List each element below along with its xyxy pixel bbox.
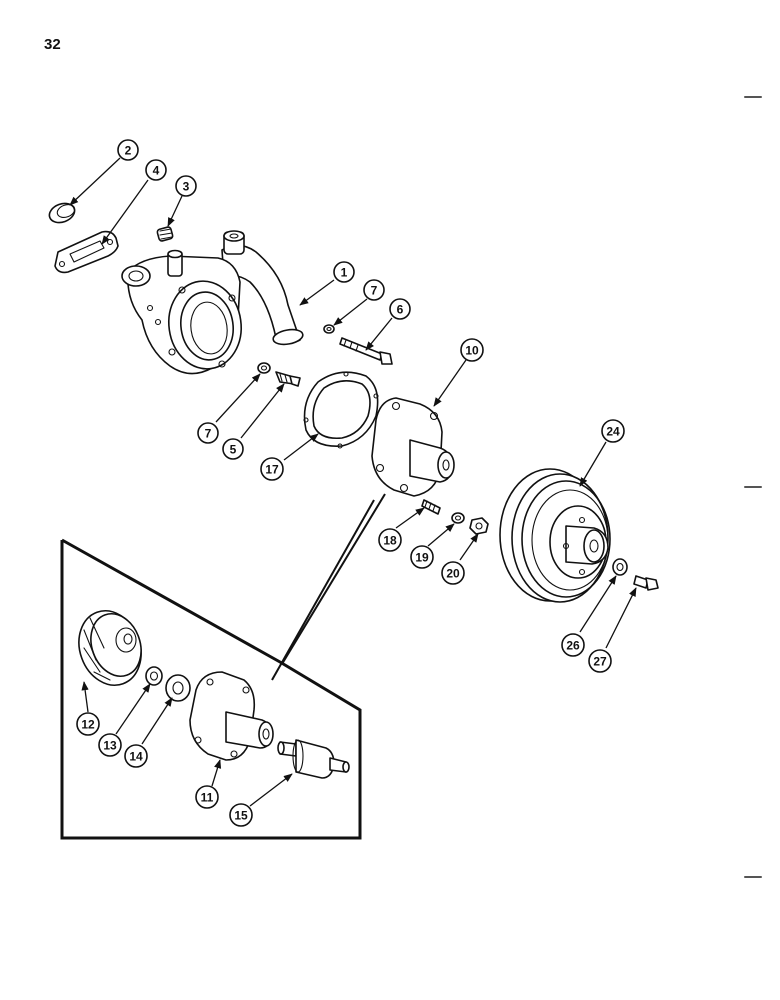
svg-text:7: 7: [205, 427, 212, 441]
callout-2: 2: [117, 139, 139, 161]
long-bolt-part: [339, 337, 393, 365]
callout-10: 10: [460, 338, 484, 362]
svg-text:14: 14: [129, 750, 143, 764]
svg-text:26: 26: [566, 639, 580, 653]
callout-14: 14: [124, 744, 148, 768]
callout-18: 18: [378, 528, 402, 552]
pump-body-part: [189, 671, 274, 761]
seal-ring-part: [145, 666, 163, 686]
lock-washer-part: [451, 512, 465, 524]
svg-text:13: 13: [103, 739, 117, 753]
callout-24: 24: [601, 419, 625, 443]
callout-6: 6: [389, 298, 411, 320]
shaft-bearing-part: [277, 739, 350, 779]
fan-pulley-part: [499, 468, 611, 603]
pump-housing-part: [121, 230, 304, 375]
svg-text:12: 12: [81, 718, 95, 732]
callout-3: 3: [175, 175, 197, 197]
callout-15: 15: [229, 803, 253, 827]
svg-text:20: 20: [446, 567, 460, 581]
pulley-washer-part: [612, 558, 628, 576]
pipe-plug-part: [156, 226, 174, 242]
pulley-bolt-part: [633, 575, 659, 591]
inset-detail-frame: [60, 493, 386, 840]
outlet-gasket-part: [54, 230, 119, 274]
edge-mark-middle: [744, 486, 762, 488]
leader-lines: [69, 157, 637, 807]
svg-text:5: 5: [230, 443, 237, 457]
callout-20: 20: [441, 561, 465, 585]
svg-text:7: 7: [371, 284, 378, 298]
callout-5: 5: [222, 438, 244, 460]
callout-1: 1: [333, 261, 355, 283]
callout-17: 17: [260, 457, 284, 481]
pump-gasket-part: [303, 371, 379, 449]
svg-text:4: 4: [153, 164, 160, 178]
svg-text:6: 6: [397, 303, 404, 317]
nut-part: [469, 517, 489, 535]
cap-plug-part: [48, 202, 76, 224]
svg-text:18: 18: [383, 534, 397, 548]
callout-11: 11: [195, 785, 219, 809]
washer-part-upper: [323, 324, 335, 334]
water-pump-assembly-part: [371, 397, 455, 497]
svg-text:27: 27: [593, 655, 607, 669]
callout-7-lower: 7: [197, 422, 219, 444]
callout-12: 12: [76, 712, 100, 736]
impeller-part: [78, 610, 142, 686]
callout-27: 27: [588, 649, 612, 673]
svg-text:17: 17: [265, 463, 279, 477]
svg-text:15: 15: [234, 809, 248, 823]
svg-text:11: 11: [201, 791, 214, 805]
edge-mark-top: [744, 96, 762, 98]
callout-7-upper: 7: [363, 279, 385, 301]
callout-13: 13: [98, 733, 122, 757]
svg-text:3: 3: [183, 180, 190, 194]
svg-text:19: 19: [415, 551, 429, 565]
edge-mark-bottom: [744, 876, 762, 878]
page-number: 32: [44, 36, 61, 53]
svg-text:1: 1: [341, 266, 348, 280]
callout-26: 26: [561, 633, 585, 657]
washer-part-lower: [257, 362, 271, 374]
callout-4: 4: [145, 159, 167, 181]
callout-19: 19: [410, 545, 434, 569]
svg-text:24: 24: [606, 425, 620, 439]
svg-text:10: 10: [465, 344, 479, 358]
svg-text:2: 2: [125, 144, 132, 158]
short-bolt-part: [275, 371, 301, 387]
seal-part: [165, 674, 191, 702]
stud-part: [421, 499, 441, 515]
